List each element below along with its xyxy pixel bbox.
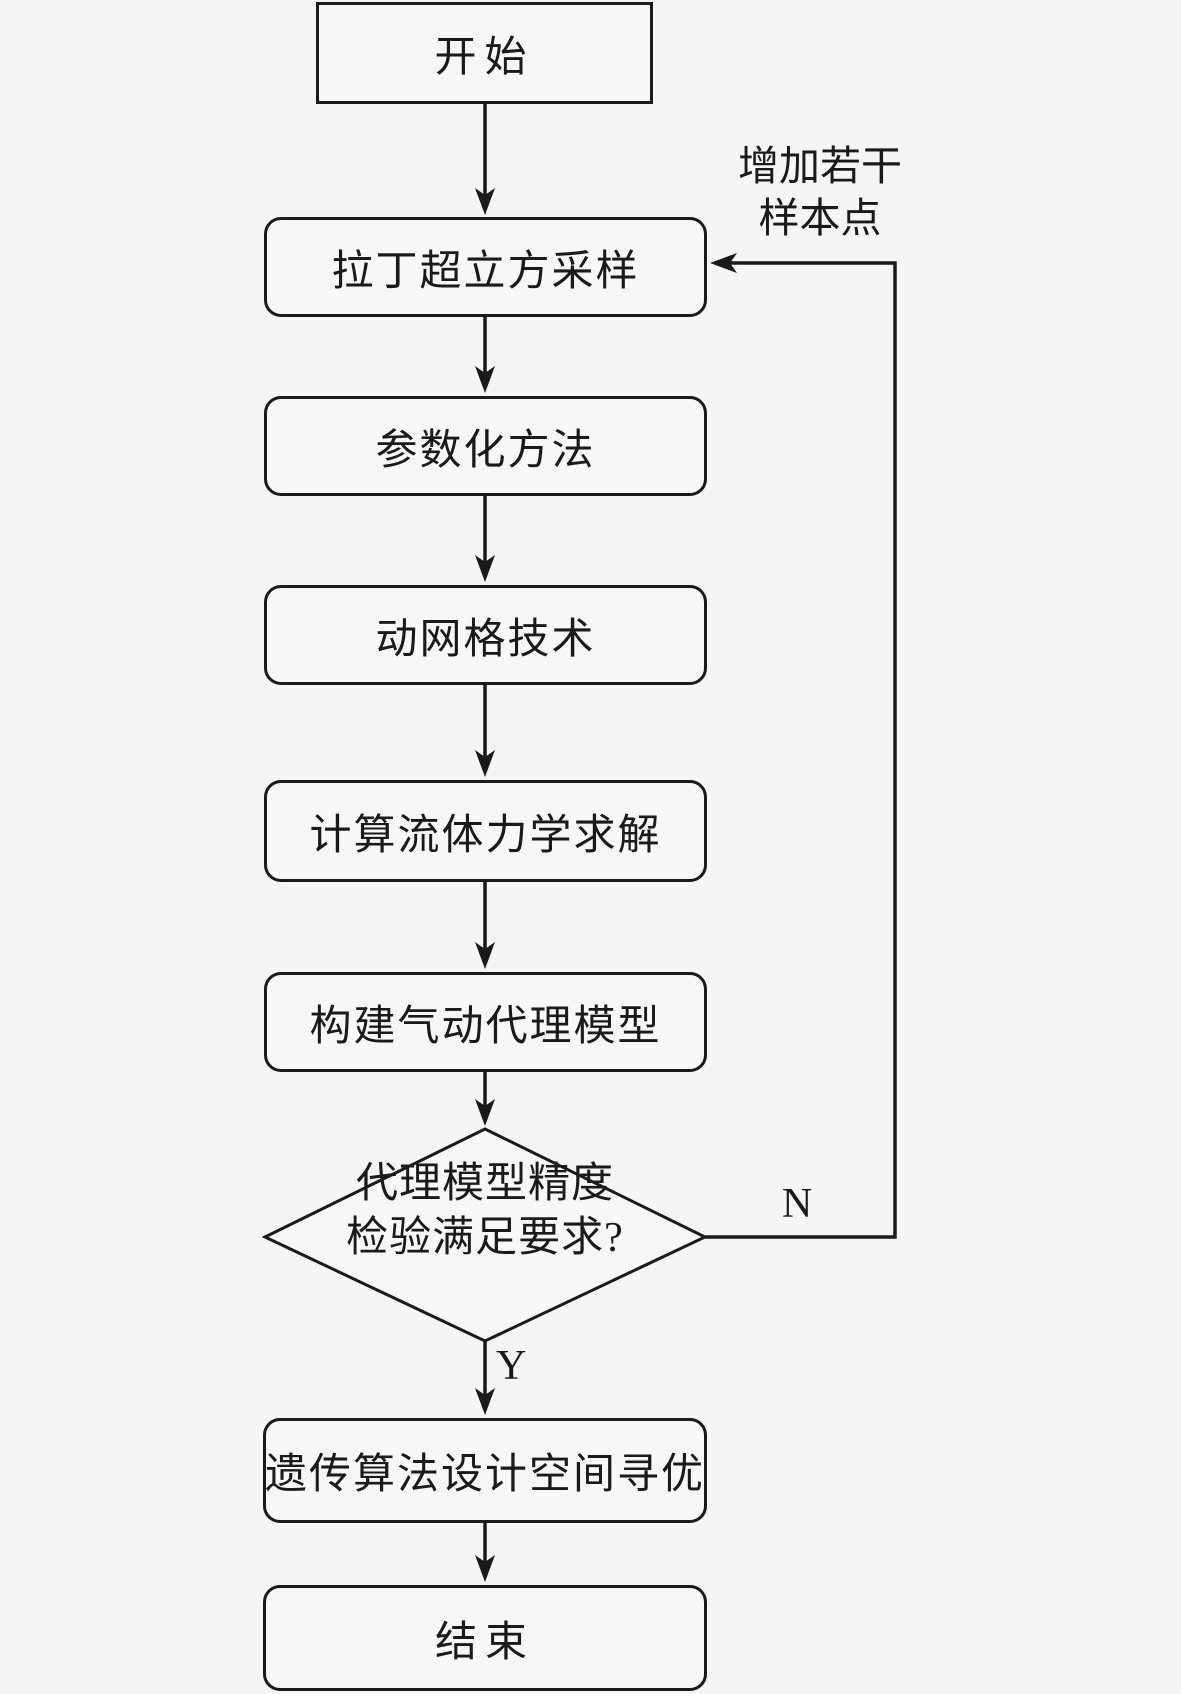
arrowhead-down-icon	[475, 1099, 495, 1126]
arrowhead-down-icon	[475, 1555, 495, 1582]
arrowhead-down-icon	[475, 188, 495, 215]
node-parameterization-method-label: 参数化方法	[375, 427, 596, 474]
node-genetic-algorithm-optimization: 遗传算法设计空间寻优	[263, 1418, 707, 1523]
node-cfd-solver: 计算流体力学求解	[264, 780, 707, 882]
node-parameterization-method: 参数化方法	[264, 396, 707, 496]
node-latin-hypercube-sampling: 拉丁超立方采样	[264, 217, 707, 317]
node-cfd-solver-label: 计算流体力学求解	[309, 812, 662, 859]
node-dynamic-mesh-label: 动网格技术	[375, 616, 596, 663]
arrowhead-left-icon	[710, 253, 737, 273]
node-end: 结束	[263, 1585, 707, 1691]
edge-label-no: N	[782, 1181, 813, 1227]
node-build-surrogate-model: 构建气动代理模型	[264, 972, 707, 1072]
node-start: 开始	[316, 2, 653, 104]
arrowhead-down-icon	[475, 555, 495, 582]
edge-label-yes: Y	[496, 1343, 527, 1389]
node-genetic-algorithm-optimization-label: 遗传算法设计空间寻优	[265, 1452, 706, 1498]
node-decision-label: 代理模型精度 检验满足要求?	[295, 1158, 675, 1266]
arrowhead-down-icon	[475, 366, 495, 393]
node-decision-label-line2: 检验满足要求?	[346, 1214, 624, 1261]
edge-label-add-sample-points: 增加若干 样本点	[700, 140, 940, 245]
node-latin-hypercube-sampling-label: 拉丁超立方采样	[331, 248, 640, 295]
arrowhead-down-icon	[475, 942, 495, 969]
node-start-label: 开始	[434, 34, 535, 81]
arrowhead-down-icon	[475, 1388, 495, 1415]
node-decision-label-line1: 代理模型精度	[355, 1161, 614, 1207]
arrowhead-down-icon	[475, 750, 495, 777]
node-dynamic-mesh: 动网格技术	[264, 585, 707, 685]
node-end-label: 结束	[434, 1619, 535, 1666]
edge-label-add-sample-points-line1: 增加若干	[738, 143, 902, 189]
node-build-surrogate-model-label: 构建气动代理模型	[309, 1003, 662, 1050]
edge-label-add-sample-points-line2: 样本点	[758, 195, 882, 242]
edge-decision-no-feedback	[705, 261, 897, 1239]
